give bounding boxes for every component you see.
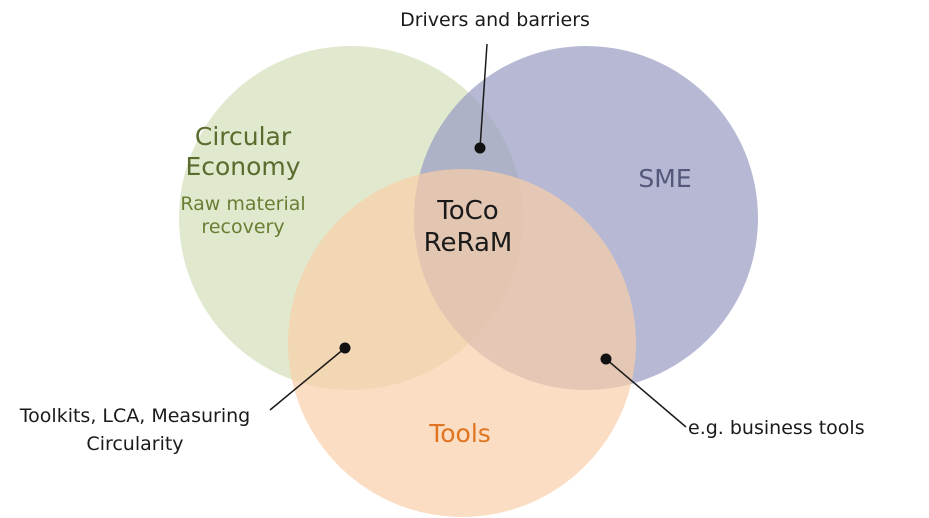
toolkits-connector-dot	[339, 342, 351, 354]
center-label: ToCo ReRaM	[423, 196, 513, 258]
circular-economy-subtitle-text: Raw material recovery	[180, 193, 306, 238]
circular-economy-title: Circular Economy	[160, 122, 326, 182]
drivers-annotation: Drivers and barriers	[400, 9, 590, 31]
drivers-connector-dot	[474, 142, 486, 154]
drivers-connector-line	[479, 43, 488, 149]
circular-economy-subtitle: Raw material recovery	[160, 193, 326, 239]
business-annotation: e.g. business tools	[688, 417, 865, 439]
circular-economy-title-text: Circular Economy	[185, 122, 301, 181]
sme-title: SME	[638, 164, 692, 193]
business-connector-line	[605, 358, 687, 428]
tools-circle	[288, 169, 636, 517]
toolkits-connector-line	[269, 347, 346, 411]
tools-title: Tools	[429, 419, 491, 448]
business-connector-dot	[600, 353, 612, 365]
toolkits-annotation: Toolkits, LCA, Measuring Circularity	[19, 405, 251, 455]
